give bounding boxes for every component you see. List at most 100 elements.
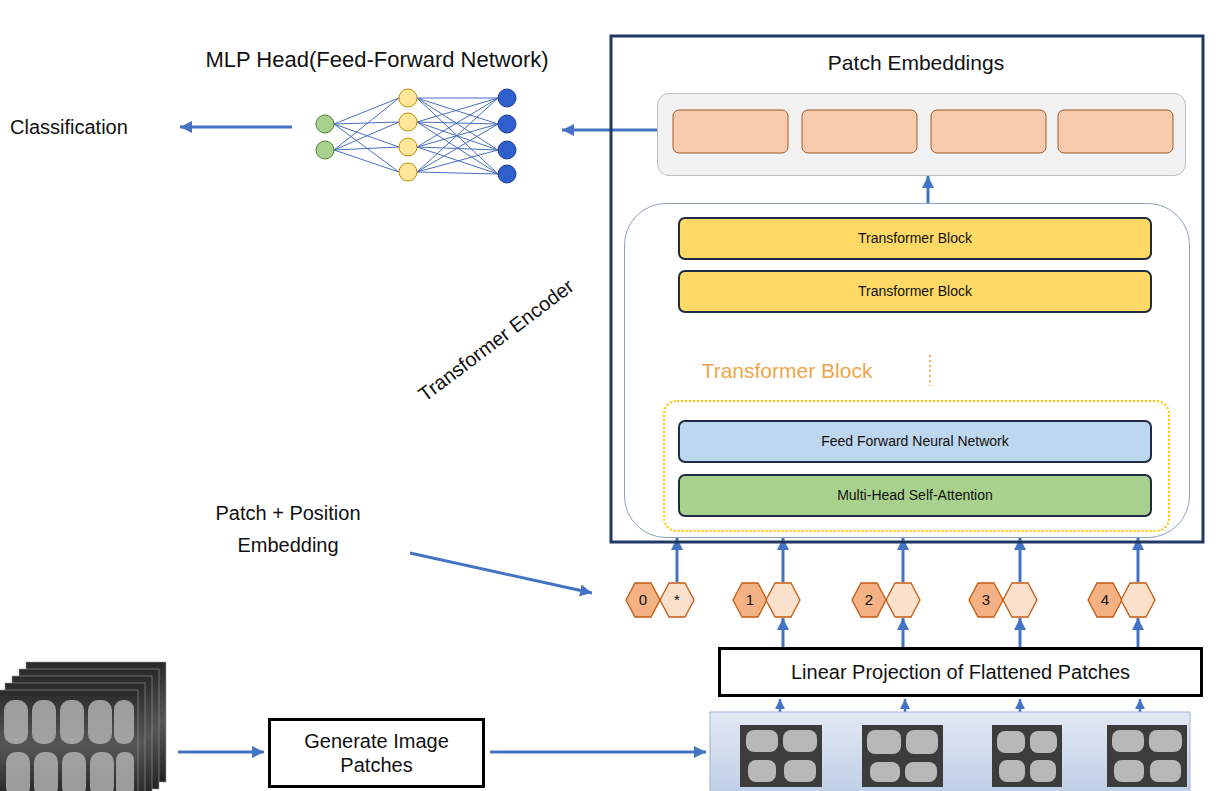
flow-arrow xyxy=(779,699,782,712)
neural-network-icon xyxy=(498,141,516,159)
token-hexagons: 0* xyxy=(626,582,694,618)
transformer-block: Transformer Block xyxy=(678,217,1152,260)
hexagon-outline xyxy=(852,582,920,618)
encoder-frame xyxy=(611,36,1203,542)
node-text: Linear Projection of Flattened Patches xyxy=(791,660,1130,684)
neural-network-icon xyxy=(399,89,417,181)
xray-stack xyxy=(116,752,134,791)
label-text: Classification xyxy=(10,115,128,139)
patch-strip xyxy=(784,760,816,782)
flow-arrow xyxy=(782,538,785,582)
patch-strip xyxy=(1112,730,1144,752)
hexagon xyxy=(969,583,1003,617)
patch-strip xyxy=(783,730,817,752)
neural-network-icon xyxy=(316,115,334,133)
patch-strip xyxy=(997,731,1025,753)
transformer-encoder: Transformer EncoderTransformer BlockTran… xyxy=(624,203,1190,538)
node-text: Transformer Block xyxy=(858,230,972,247)
neural-network-icon xyxy=(399,163,417,181)
flow-arrow xyxy=(490,751,706,754)
patch-strip xyxy=(740,725,1187,787)
patch-strip xyxy=(746,730,778,752)
token-index: 0 xyxy=(639,591,647,609)
network-weights xyxy=(334,98,498,174)
node-text: Patch Embeddings xyxy=(828,50,1004,75)
transformer-block-group: Transformer BlockFeed Forward Neural Net… xyxy=(663,400,1170,532)
neural-network-icon xyxy=(498,165,516,183)
xray-stack xyxy=(19,669,159,789)
xray-stack xyxy=(0,690,138,791)
patch-strip xyxy=(862,725,943,787)
node-text: Generate Image Patches xyxy=(292,729,462,777)
token-index: 2 xyxy=(865,591,873,609)
patch-strip xyxy=(906,730,938,754)
node-text: Transformer Block xyxy=(702,358,873,383)
neural-network-icon xyxy=(399,113,417,131)
patch-strip xyxy=(1114,760,1144,782)
patch-strip xyxy=(1150,760,1181,782)
flow-arrow xyxy=(782,618,785,647)
flow-arrow xyxy=(902,618,905,647)
hexagon-outline xyxy=(733,582,801,618)
flow-arrow xyxy=(178,127,1140,752)
neural-network-icon xyxy=(316,141,334,159)
token-hexagons: 4 xyxy=(1088,582,1156,618)
xray-stack xyxy=(4,700,28,744)
neural-network-icon xyxy=(498,115,516,133)
hexagon xyxy=(1003,583,1037,617)
xray-stack xyxy=(0,662,166,791)
xray-stack xyxy=(62,752,86,791)
embedding-vector xyxy=(931,110,1046,153)
xray-stack xyxy=(34,752,58,791)
patch-strip xyxy=(867,730,901,754)
patch-strip xyxy=(1030,760,1056,782)
patch-strip xyxy=(870,762,900,782)
flow-arrow xyxy=(180,126,292,129)
flow-arrow xyxy=(1019,699,1022,712)
xray-stack xyxy=(88,700,112,744)
patch-embeddings-panel: Patch Embeddings xyxy=(657,93,1186,176)
flow-arrow xyxy=(1019,618,1022,647)
token-index: 3 xyxy=(982,591,990,609)
embedding-vector xyxy=(673,110,1173,153)
hexagon xyxy=(766,583,800,617)
hexagon xyxy=(886,583,920,617)
flow-arrow xyxy=(902,538,905,582)
xray-stack xyxy=(26,662,166,782)
patch-strip xyxy=(1107,725,1187,787)
token-hexagons: 3 xyxy=(969,582,1037,618)
token-index: 1 xyxy=(746,591,754,609)
neural-network-icon xyxy=(399,89,417,107)
token-hexagons: 1 xyxy=(733,582,801,618)
hexagon xyxy=(626,583,660,617)
flow-arrow xyxy=(904,699,907,712)
token-hexagons: 2 xyxy=(852,582,920,618)
hexagon xyxy=(660,583,694,617)
patch-strip xyxy=(740,725,822,787)
flow-arrow xyxy=(178,751,264,754)
hexagon-outline xyxy=(626,582,694,618)
xray-stack xyxy=(32,700,56,744)
transformer-block: Transformer Block xyxy=(678,270,1152,313)
hexagon-outline xyxy=(1088,582,1156,618)
feed-forward-box: Feed Forward Neural Network xyxy=(678,420,1152,463)
node-text: Multi-Head Self-Attention xyxy=(837,487,993,504)
embedding-vector xyxy=(802,110,917,153)
process-box: Generate Image Patches xyxy=(268,718,485,788)
xray-stack xyxy=(6,752,30,791)
flow-arrow xyxy=(927,176,930,203)
embedding-vector xyxy=(673,110,788,153)
patch-strip xyxy=(1030,731,1057,753)
xray-stack xyxy=(5,683,145,791)
patch-strip xyxy=(710,712,1190,791)
token-index: * xyxy=(674,591,680,609)
node-text: MLP Head(Feed-Forward Network) xyxy=(205,47,548,73)
node-text: Transformer Block xyxy=(858,283,972,300)
flow-arrow xyxy=(410,553,592,593)
mlp-head: MLP Head(Feed-Forward Network) xyxy=(300,86,562,182)
patch-strip xyxy=(999,760,1025,782)
node-text: Feed Forward Neural Network xyxy=(821,433,1009,450)
token-index: 4 xyxy=(1101,591,1109,609)
hexagon xyxy=(852,583,886,617)
patch-strip xyxy=(1149,730,1182,752)
